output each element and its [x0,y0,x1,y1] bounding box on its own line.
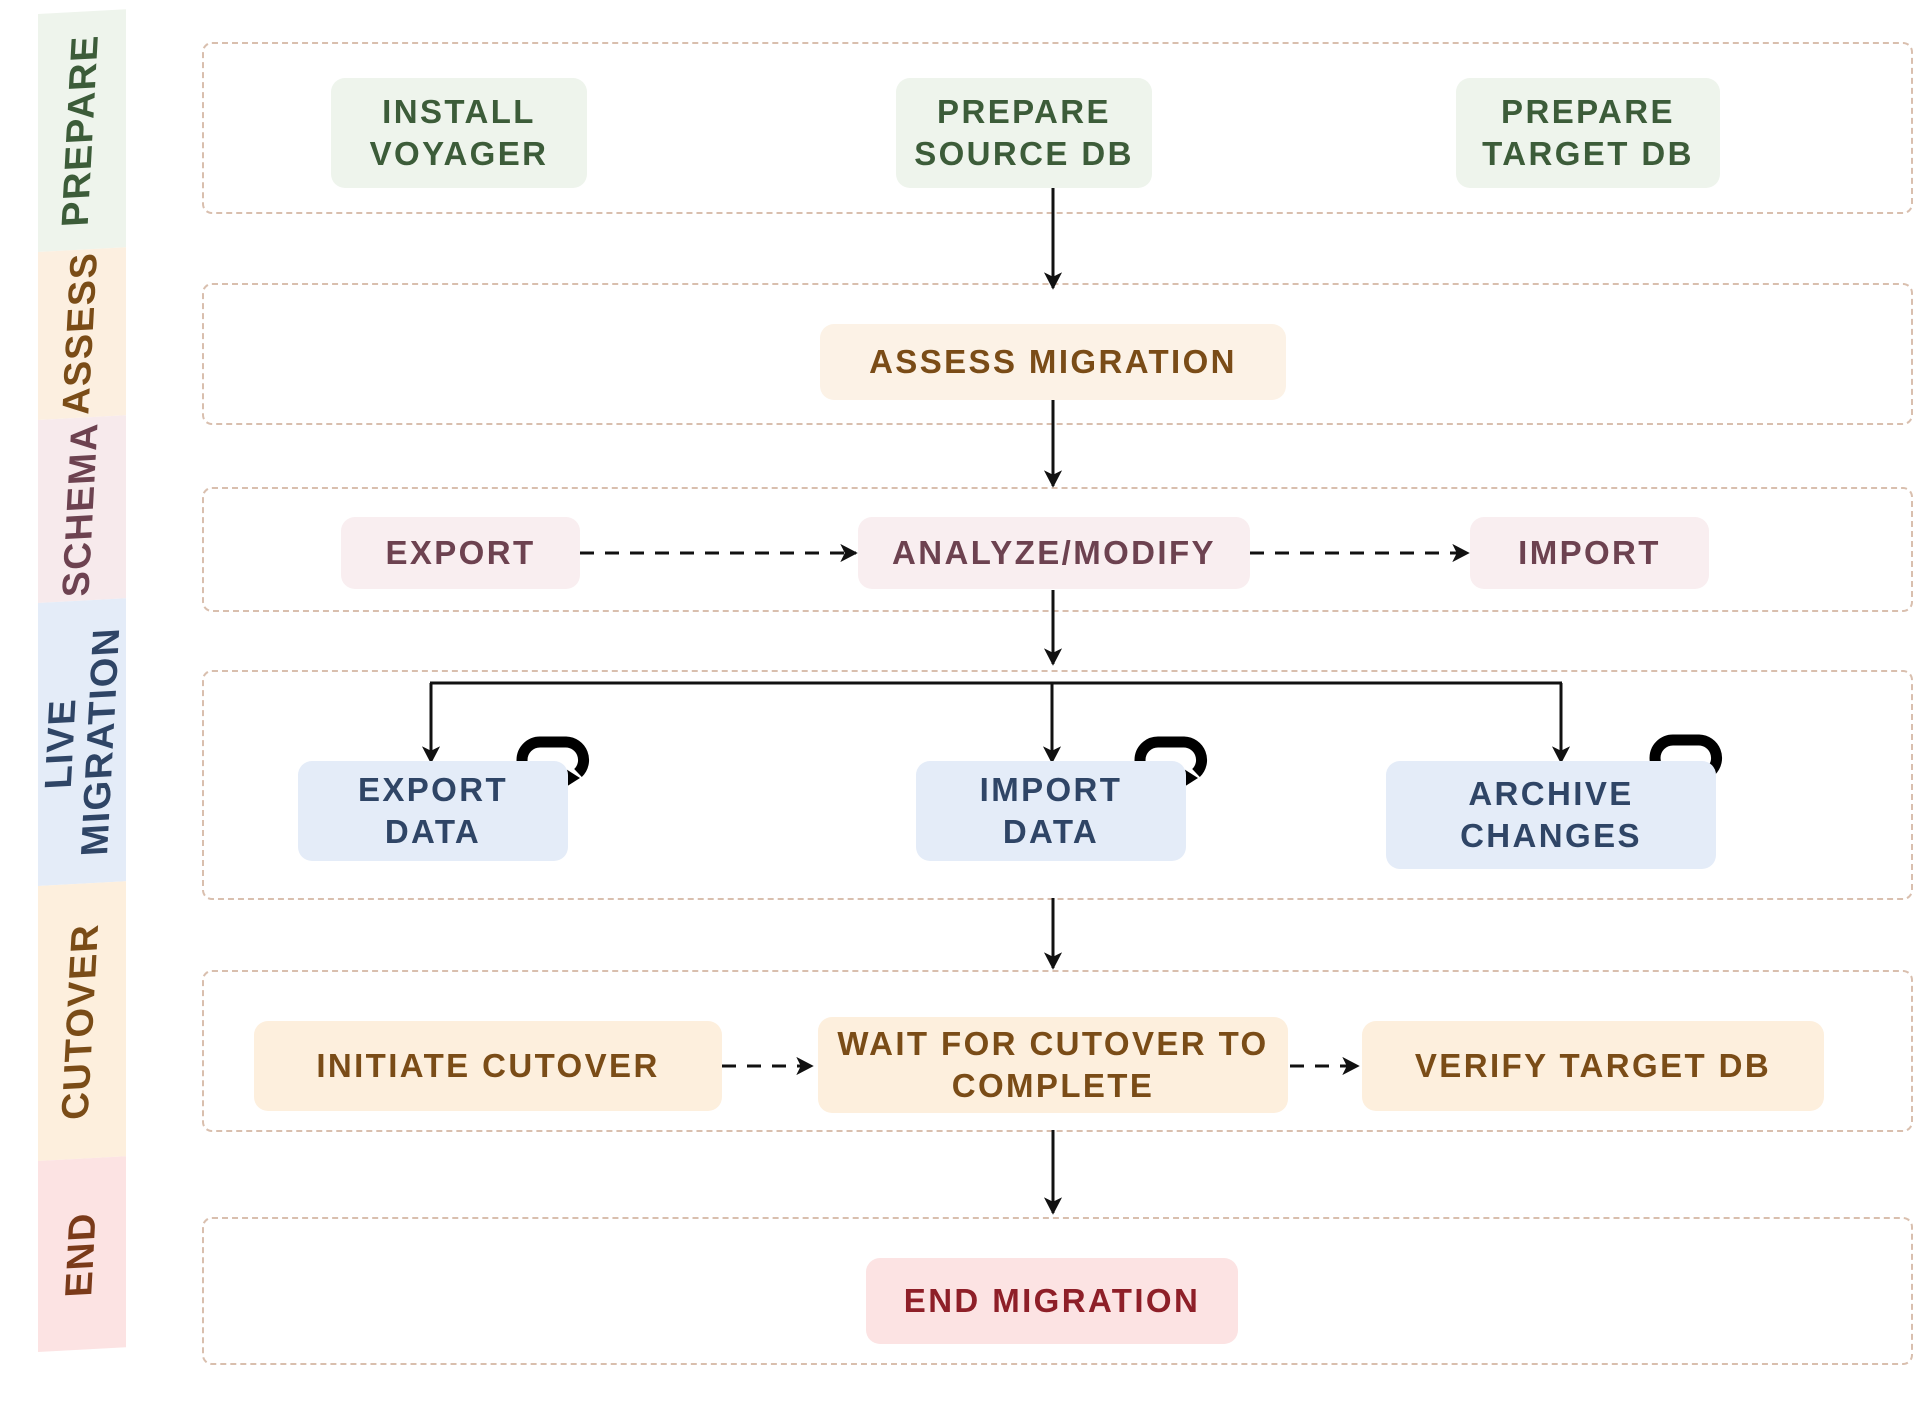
phase-band-live-migration[interactable]: LIVE MIGRATION [37,598,129,886]
phase-label-assess: ASSESS [55,250,107,417]
row-container-live-migration [202,670,1913,900]
phase-band-prepare[interactable]: PREPARE [38,9,126,253]
phase-band-end[interactable]: END [38,1156,126,1352]
phase-ribbon: PREPARE ASSESS SCHEMA LIVE MIGRATION CUT… [37,9,129,1352]
node-schema-export[interactable]: EXPORT [341,517,580,589]
node-schema-analyze-modify[interactable]: ANALYZE/MODIFY [858,517,1250,589]
node-schema-import[interactable]: IMPORT [1470,517,1709,589]
phase-label-prepare: PREPARE [54,33,108,228]
row-container-end [202,1217,1913,1365]
phase-label-cutover: CUTOVER [54,921,108,1121]
node-assess-migration[interactable]: ASSESS MIGRATION [820,324,1286,400]
row-container-prepare [202,42,1913,214]
phase-label-schema: SCHEMA [55,420,107,598]
node-verify-target-db[interactable]: VERIFY TARGET DB [1362,1021,1824,1111]
node-initiate-cutover[interactable]: INITIATE CUTOVER [254,1021,722,1111]
row-container-schema [202,487,1913,612]
node-archive-changes[interactable]: ARCHIVE CHANGES [1386,761,1716,869]
phase-band-cutover[interactable]: CUTOVER [38,881,126,1161]
node-import-data[interactable]: IMPORT DATA [916,761,1186,861]
phase-band-schema[interactable]: SCHEMA [38,415,126,603]
phase-band-assess[interactable]: ASSESS [38,247,126,420]
phase-label-live-migration: LIVE MIGRATION [37,625,129,857]
node-end-migration[interactable]: END MIGRATION [866,1258,1238,1344]
phase-label-end: END [57,1210,105,1298]
node-prepare-target-db[interactable]: PREPARE TARGET DB [1456,78,1720,188]
node-install-voyager[interactable]: INSTALL VOYAGER [331,78,587,188]
node-prepare-source-db[interactable]: PREPARE SOURCE DB [896,78,1152,188]
node-export-data[interactable]: EXPORT DATA [298,761,568,861]
row-container-cutover [202,970,1913,1132]
node-wait-for-cutover[interactable]: WAIT FOR CUTOVER TO COMPLETE [818,1017,1288,1113]
